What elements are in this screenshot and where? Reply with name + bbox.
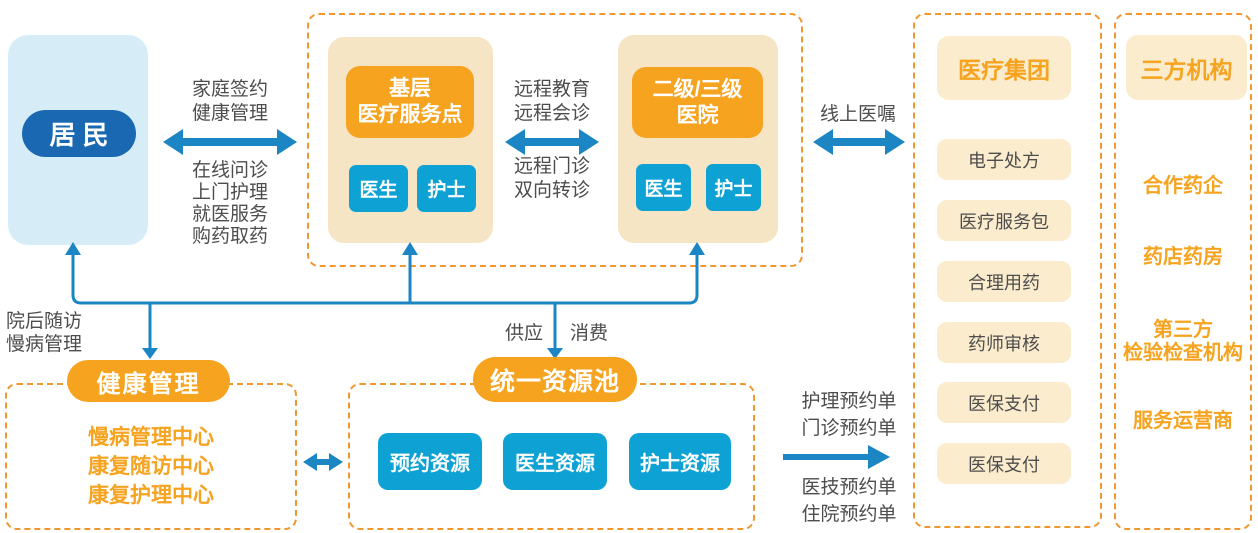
consume-label: 消费 xyxy=(570,323,609,344)
third-party-header: 三方机构 xyxy=(1126,35,1247,100)
primary-site-header: 基层 医疗服务点 xyxy=(346,66,474,138)
health-management-item: 慢病管理中心 xyxy=(88,426,214,449)
order-link-bottom-label: 医技预约单 住院预约单 xyxy=(801,477,897,525)
health-management-item: 康复护理中心 xyxy=(88,484,214,507)
medical-group-item: 医疗服务包 xyxy=(937,200,1071,241)
medical-group-item: 药师审核 xyxy=(937,322,1071,363)
online-order-label: 线上医嘱 xyxy=(819,103,896,125)
resource-pool-pill: 统一资源池 xyxy=(473,357,637,402)
resident-link-bottom-label: 在线问诊 上门护理 就医服务 购药取药 xyxy=(191,160,268,247)
third-party-item: 服务运营商 xyxy=(1133,409,1233,432)
third-party-item: 药店药房 xyxy=(1143,245,1223,268)
telemedicine-bottom-label: 远程门诊 双向转诊 xyxy=(513,156,590,201)
resident-link-top-label: 家庭签约 健康管理 xyxy=(191,79,268,124)
resource-pool-item: 医生资源 xyxy=(503,433,607,490)
order-flow-arrow xyxy=(783,454,870,460)
resident-medical-arrow xyxy=(181,138,279,146)
primary-doctor-box: 医生 xyxy=(349,165,408,212)
telemedicine-top-label: 远程教育 远程会诊 xyxy=(513,79,590,124)
third-party-item: 合作药企 xyxy=(1143,174,1223,197)
followup-label: 院后随访 慢病管理 xyxy=(6,311,83,355)
resource-pool-item: 护士资源 xyxy=(629,433,731,490)
online-order-arrow xyxy=(831,138,887,146)
resident-label: 居民 xyxy=(49,120,116,150)
medical-group-item: 医保支付 xyxy=(937,443,1071,484)
health-pool-arrow xyxy=(315,459,331,465)
medical-group-header: 医疗集团 xyxy=(937,36,1071,100)
order-link-top-label: 护理预约单 门诊预约单 xyxy=(801,391,897,439)
supply-label: 供应 xyxy=(504,323,543,344)
hospital-doctor-box: 医生 xyxy=(636,164,691,211)
health-management-pill: 健康管理 xyxy=(67,360,230,402)
resource-pool-item: 预约资源 xyxy=(378,433,482,490)
third-party-item: 第三方 检验检查机构 xyxy=(1123,319,1243,364)
health-management-container xyxy=(5,383,297,530)
health-management-item: 康复随访中心 xyxy=(88,455,214,478)
hospital-header: 二级/三级 医院 xyxy=(632,67,763,138)
hospital-nurse-box: 护士 xyxy=(706,164,761,211)
resident-pill: 居民 xyxy=(22,110,136,157)
medical-group-item: 电子处方 xyxy=(937,139,1071,180)
primary-nurse-box: 护士 xyxy=(417,165,476,212)
medical-group-item: 合理用药 xyxy=(937,261,1071,302)
medical-group-item: 医保支付 xyxy=(937,382,1071,423)
